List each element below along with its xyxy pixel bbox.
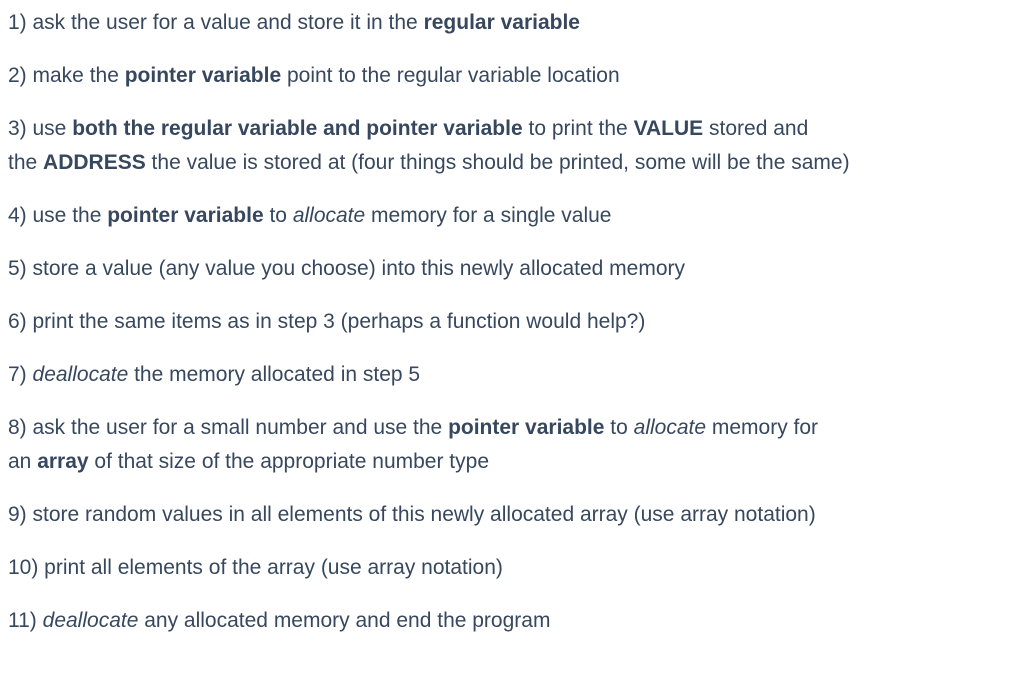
list-item-line: 6) print the same items as in step 3 (pe… <box>8 305 1018 339</box>
text-segment: of that size of the appropriate number t… <box>88 450 489 473</box>
text-segment: 6) print the same items as in step 3 (pe… <box>8 310 646 333</box>
text-segment: pointer variable <box>107 204 264 227</box>
text-segment: the value is stored at (four things shou… <box>145 151 850 174</box>
text-segment: ADDRESS <box>43 151 146 174</box>
text-segment: stored and <box>703 117 809 140</box>
list-item: 8) ask the user for a small number and u… <box>8 411 1018 479</box>
instruction-list: 1) ask the user for a value and store it… <box>8 6 1018 638</box>
text-segment: 10) print all elements of the array (use… <box>8 556 503 579</box>
list-item: 9) store random values in all elements o… <box>8 498 1018 532</box>
list-item: 11) deallocate any allocated memory and … <box>8 604 1018 638</box>
text-segment: any allocated memory and end the program <box>138 609 551 632</box>
text-segment: pointer variable <box>124 64 282 87</box>
text-segment: array <box>37 450 89 473</box>
text-segment: VALUE <box>633 117 704 140</box>
list-item-line: 11) deallocate any allocated memory and … <box>8 604 1018 638</box>
text-segment: to <box>263 204 293 227</box>
list-item: 5) store a value (any value you choose) … <box>8 252 1018 286</box>
list-item-line: 8) ask the user for a small number and u… <box>8 411 1018 445</box>
text-segment: 7) <box>8 363 33 386</box>
text-segment: to <box>604 416 634 439</box>
list-item: 6) print the same items as in step 3 (pe… <box>8 305 1018 339</box>
text-segment: 4) use the <box>8 204 108 227</box>
text-segment: allocate <box>292 204 366 227</box>
list-item: 1) ask the user for a value and store it… <box>8 6 1018 40</box>
list-item-line: 5) store a value (any value you choose) … <box>8 252 1018 286</box>
text-segment: 9) store random values in all elements o… <box>8 503 816 526</box>
text-segment: an <box>8 450 38 473</box>
text-segment: memory for a single value <box>365 204 612 227</box>
text-segment: memory for <box>706 416 819 439</box>
text-segment: allocate <box>633 416 707 439</box>
list-item-line: 4) use the pointer variable to allocate … <box>8 199 1018 233</box>
text-segment: the <box>8 151 44 174</box>
list-item-line: 9) store random values in all elements o… <box>8 498 1018 532</box>
list-item: 2) make the pointer variable point to th… <box>8 59 1018 93</box>
list-item-line: 1) ask the user for a value and store it… <box>8 6 1018 40</box>
list-item-line: 10) print all elements of the array (use… <box>8 551 1018 585</box>
text-segment: the memory allocated in step 5 <box>128 363 421 386</box>
text-segment: point to the regular variable location <box>281 64 620 87</box>
text-segment: deallocate <box>42 609 139 632</box>
list-item-line: 2) make the pointer variable point to th… <box>8 59 1018 93</box>
list-item-line: the ADDRESS the value is stored at (four… <box>8 146 1018 180</box>
text-segment: 2) make the <box>8 64 125 87</box>
text-segment: pointer variable <box>448 416 605 439</box>
text-segment: 5) store a value (any value you choose) … <box>8 257 686 280</box>
text-segment: regular variable <box>423 11 580 34</box>
list-item: 10) print all elements of the array (use… <box>8 551 1018 585</box>
text-segment: 8) ask the user for a small number and u… <box>8 416 449 439</box>
list-item: 7) deallocate the memory allocated in st… <box>8 358 1018 392</box>
text-segment: 3) use <box>8 117 73 140</box>
list-item-line: 7) deallocate the memory allocated in st… <box>8 358 1018 392</box>
text-segment: 11) <box>8 609 43 632</box>
list-item: 3) use both the regular variable and poi… <box>8 112 1018 180</box>
text-segment: 1) ask the user for a value and store it… <box>8 11 424 34</box>
text-segment: both the regular variable and pointer va… <box>72 117 523 140</box>
list-item-line: an array of that size of the appropriate… <box>8 445 1018 479</box>
text-segment: deallocate <box>32 363 129 386</box>
text-segment: to print the <box>522 117 634 140</box>
list-item: 4) use the pointer variable to allocate … <box>8 199 1018 233</box>
list-item-line: 3) use both the regular variable and poi… <box>8 112 1018 146</box>
